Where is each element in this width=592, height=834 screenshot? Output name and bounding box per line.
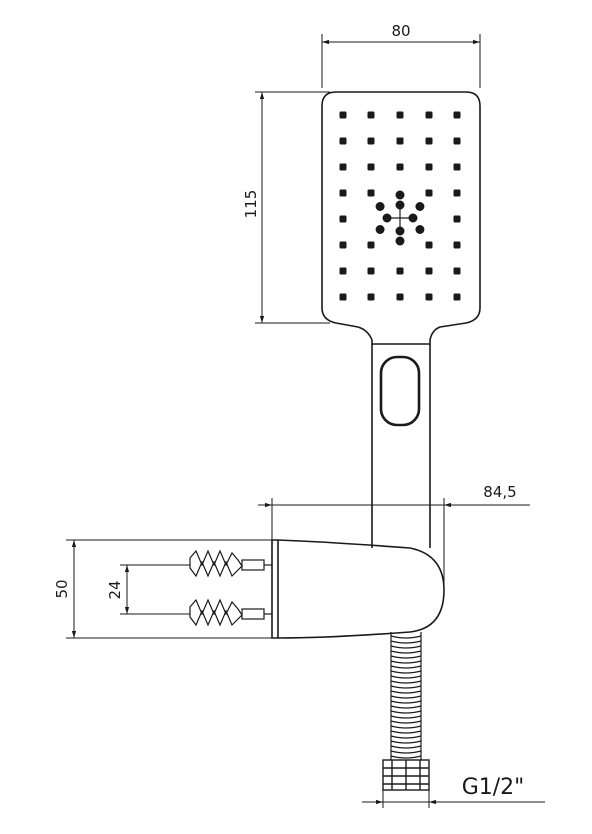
hose-ring	[390, 710, 422, 714]
nozzle-square	[339, 293, 347, 301]
dimension-thread	[362, 790, 545, 808]
shower-handle	[371, 344, 431, 548]
wall-plug-lower	[189, 598, 272, 627]
nozzle-round	[375, 225, 385, 234]
nozzle-square	[425, 189, 433, 197]
nozzle-round	[395, 236, 405, 246]
nozzle-square	[367, 267, 375, 275]
dimension-head-height	[255, 91, 330, 324]
nozzle-square	[396, 267, 404, 275]
hose-ring	[390, 675, 422, 679]
shower-head	[321, 91, 481, 345]
nozzle-square	[425, 241, 433, 249]
hose-ring	[390, 755, 422, 759]
nozzle-square	[453, 215, 461, 223]
dimension-mount-height	[66, 539, 278, 639]
nozzle-round	[415, 202, 425, 211]
nozzle-square	[339, 137, 347, 145]
hose-ring	[390, 660, 422, 664]
hose-ring	[390, 730, 422, 734]
hose-ring	[390, 750, 422, 754]
nozzle-square	[453, 163, 461, 171]
nozzle-square	[425, 163, 433, 171]
nozzle-square	[453, 111, 461, 119]
hose-ring	[390, 655, 422, 659]
hose-ring	[390, 645, 422, 649]
nozzle-square	[367, 137, 375, 145]
nozzle-square	[396, 163, 404, 171]
nozzle-square	[367, 163, 375, 171]
hose-ring	[390, 690, 422, 694]
dim-label-thread: G1/2"	[462, 775, 525, 800]
nozzle-square	[339, 241, 347, 249]
thread-connector	[382, 759, 430, 791]
nozzle-square	[339, 267, 347, 275]
nozzle-round	[415, 225, 425, 234]
dim-label-depth: 84,5	[483, 483, 516, 501]
nozzle-round	[375, 202, 385, 211]
dimension-depth	[258, 498, 530, 590]
hose-ring	[390, 685, 422, 689]
dimension-head-width	[321, 34, 481, 88]
handle-grip-window	[379, 355, 421, 427]
hose-ring	[390, 695, 422, 699]
dim-label-head-width: 80	[391, 22, 410, 40]
nozzle-square	[367, 111, 375, 119]
nozzle-square	[396, 293, 404, 301]
dim-label-head-height: 115	[242, 190, 260, 219]
hose-ring	[390, 715, 422, 719]
center-mark	[385, 203, 415, 233]
nozzle-square	[425, 267, 433, 275]
hose-ring	[390, 720, 422, 724]
hose-ring	[390, 700, 422, 704]
nozzle-square	[396, 111, 404, 119]
dim-label-mount-height: 50	[53, 579, 71, 598]
wall-plug-upper	[189, 549, 272, 578]
nozzle-square	[339, 189, 347, 197]
nozzle-square	[367, 241, 375, 249]
shower-hose	[390, 632, 422, 760]
nozzle-square	[396, 137, 404, 145]
hose-ring	[390, 635, 422, 639]
nozzle-square	[453, 293, 461, 301]
hose-ring	[390, 670, 422, 674]
nozzle-square	[425, 137, 433, 145]
nozzle-square	[425, 111, 433, 119]
nozzle-square	[453, 241, 461, 249]
nozzle-square	[339, 163, 347, 171]
hose-ring	[390, 640, 422, 644]
nozzle-square	[453, 267, 461, 275]
nozzle-square	[453, 189, 461, 197]
hose-ring	[390, 740, 422, 744]
nozzle-round	[395, 190, 405, 200]
nozzle-square	[425, 293, 433, 301]
hose-ring	[390, 725, 422, 729]
nozzle-square	[339, 215, 347, 223]
hose-ring	[390, 680, 422, 684]
dimension-screw-spacing	[120, 564, 190, 615]
hose-ring	[390, 735, 422, 739]
hose-ring	[390, 650, 422, 654]
hose-ring	[390, 705, 422, 709]
wall-holder	[271, 539, 445, 639]
dim-label-screw-spacing: 24	[106, 580, 124, 599]
nozzle-square	[367, 189, 375, 197]
hose-ring	[390, 665, 422, 669]
nozzle-square	[339, 111, 347, 119]
hose-ring	[390, 745, 422, 749]
nozzle-square	[367, 293, 375, 301]
nozzle-square	[453, 137, 461, 145]
holder-body	[271, 539, 445, 639]
